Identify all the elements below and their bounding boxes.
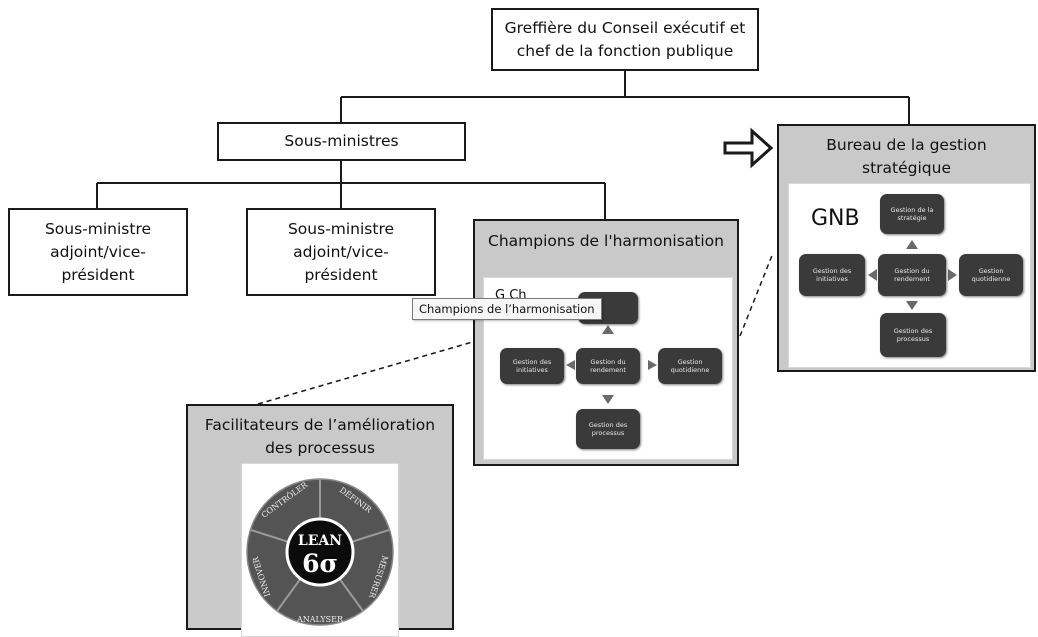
sous-ministres-box: Sous-ministres [217, 122, 466, 161]
bureau-panel: Bureau de la gestion stratégique GNB Ges… [777, 124, 1036, 372]
bureau-arrows [868, 240, 957, 310]
bureau-title-line2: stratégique [862, 159, 951, 177]
facilitateurs-title-line2: des processus [265, 439, 375, 457]
wheel-center-line2: 6σ [302, 549, 338, 578]
champions-node-center: Gestion du rendement [576, 348, 640, 384]
sma-box-middle: Sous-ministre adjoint/vice- président [246, 208, 436, 296]
sma-mid-line2: adjoint/vice- [293, 242, 389, 261]
sous-ministres-label: Sous-ministres [284, 132, 399, 150]
bureau-node-bottom: Gestion des processus [880, 313, 946, 357]
sma-left-line3: président [61, 265, 135, 284]
bureau-node-top: Gestion de la stratégie [880, 194, 944, 234]
champions-panel: Champions de l'harmonisation G Ch Gestio… [473, 219, 739, 466]
sma-box-left: Sous-ministre adjoint/vice- président [8, 208, 188, 296]
sma-left-line2: adjoint/vice- [50, 242, 146, 261]
champions-node-bottom: Gestion des processus [576, 409, 640, 449]
champions-tooltip: Champions de l’harmonisation [412, 298, 602, 320]
wheel-center-line1: LEAN [298, 533, 342, 549]
bureau-node-center: Gestion du rendement [878, 254, 946, 296]
sma-left-line1: Sous-ministre [44, 219, 152, 238]
top-box-line2: chef de la fonction publique [516, 41, 734, 60]
pointer-arrow-icon [723, 127, 774, 169]
champions-title: Champions de l'harmonisation [488, 232, 724, 250]
facilitateurs-title-line1: Facilitateurs de l’amélioration [204, 416, 436, 434]
champions-node-left: Gestion des initiatives [500, 348, 564, 384]
bureau-node-left: Gestion des initiatives [799, 254, 865, 296]
top-box-line1: Greffière du Conseil exécutif et [504, 18, 746, 37]
champions-node-right: Gestion quotidienne [658, 348, 722, 384]
wheel-segment-analyser: ANALYSER [296, 615, 344, 624]
top-box-greffiere: Greffière du Conseil exécutif et chef de… [491, 8, 759, 71]
sma-mid-line1: Sous-ministre [287, 219, 395, 238]
gnb-label: GNB [811, 206, 860, 231]
bureau-title-line1: Bureau de la gestion [826, 136, 987, 154]
bureau-node-right: Gestion quotidienne [959, 254, 1023, 296]
facilitateurs-panel: Facilitateurs de l’amélioration des proc… [186, 404, 454, 637]
champions-arrows [566, 325, 657, 404]
bureau-inner: GNB Gestion de la stratégie Gestion du r… [788, 183, 1031, 368]
lean-six-sigma-wheel: LEAN 6σ DÉFINIR MESURER ANALYSER INNOVER… [246, 478, 394, 626]
sma-mid-line3: président [304, 265, 378, 284]
facilitateurs-inner: LEAN 6σ DÉFINIR MESURER ANALYSER INNOVER… [241, 463, 399, 637]
